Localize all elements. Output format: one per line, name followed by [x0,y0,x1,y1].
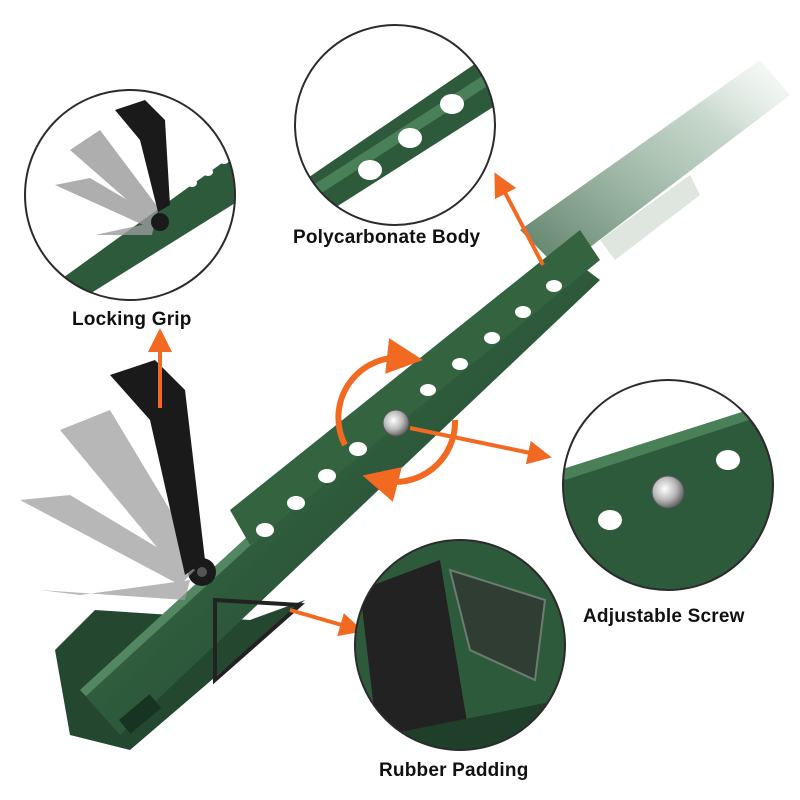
rear-slot [118,694,162,734]
arrow-to-screw [409,426,552,465]
body-extension-faded [520,60,790,270]
label-locking-grip: Locking Grip [72,309,192,330]
main-tool [20,60,790,750]
polycarbonate-rail [80,250,600,735]
rotation-arrows [335,338,459,502]
callout-arrows [148,172,552,637]
handle-motion-ghosts [20,410,200,600]
side-plate-faded [600,175,700,260]
adjustable-screw [382,409,410,437]
label-rubber-padding: Rubber Padding [379,760,529,781]
hole [452,358,468,370]
hole [318,469,336,483]
hole [484,332,500,344]
hole [256,523,274,537]
callout-rubber-padding [354,539,566,751]
rail-plate [230,230,600,545]
locking-handle [110,360,205,575]
arrow-to-body [494,172,545,266]
hole [515,306,531,318]
label-polycarbonate-body: Polycarbonate Body [293,227,481,248]
adjustment-holes [256,280,562,537]
callout-locking-grip [24,89,236,301]
callout-polycarbonate-body [294,24,496,226]
hole [349,442,367,456]
spring-clip [213,597,305,685]
hole [287,496,305,510]
hole [420,384,436,396]
label-adjustable-screw: Adjustable Screw [583,606,745,627]
hole [546,280,562,292]
arrow-to-padding [289,608,364,637]
callout-adjustable-screw [562,379,774,591]
